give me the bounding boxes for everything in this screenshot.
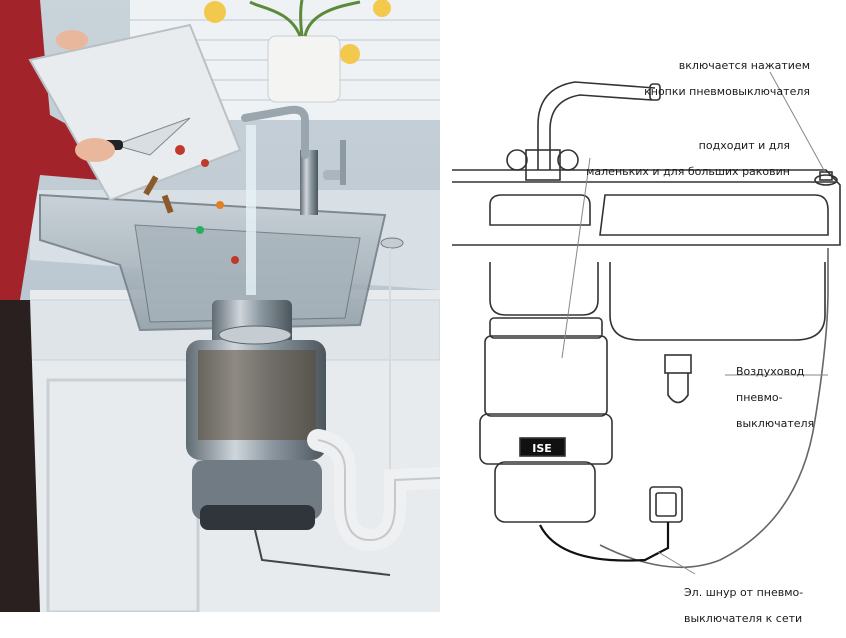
cable-label: Эл. шнур от пневмо- выключателя к сети — [670, 573, 830, 638]
air-duct-label: Воздуховод пневмо- выключателя — [722, 352, 832, 443]
drain-outlet — [664, 354, 692, 374]
leader-line — [769, 71, 826, 173]
hand — [75, 138, 115, 162]
air-duct-label-line3: выключателя — [736, 417, 815, 430]
leader-line — [657, 551, 696, 575]
air-switch-button-icon — [814, 171, 838, 186]
brand-label: ISE — [532, 442, 552, 455]
flower-pot — [204, 0, 391, 103]
large-bowl-outline — [609, 262, 826, 341]
button-label: включается нажатием кнопки пневмовыключа… — [560, 46, 810, 111]
countertop-outline — [452, 169, 841, 246]
food-scraps — [143, 145, 239, 264]
faucet-icon — [506, 81, 661, 181]
cable-label-line1: Эл. шнур от пневмо- — [684, 586, 804, 599]
large-sink-outline — [599, 194, 829, 236]
cable-label-line2: выключателя к сети — [684, 612, 803, 625]
small-bowl-outline — [489, 262, 599, 316]
disposer-icon — [479, 317, 613, 523]
air-duct-line — [599, 248, 829, 569]
air-duct-label-line1: Воздуховод — [736, 365, 805, 378]
person-skirt — [0, 300, 40, 612]
power-socket-icon — [649, 486, 683, 523]
faucet-icon — [241, 105, 346, 215]
sinks-label-line1: подходит и для — [698, 139, 790, 152]
installation-line-diagram: ISE — [440, 0, 846, 612]
small-sink-outline — [489, 194, 591, 226]
person-sweater — [0, 0, 100, 300]
air-duct-label-line2: пневмо- — [736, 391, 783, 404]
disposer-icon — [186, 300, 326, 530]
sinks-label-line2: маленьких и для больших раковин — [586, 165, 790, 178]
hand — [56, 30, 88, 50]
button-label-line2: кнопки пневмовыключателя — [644, 85, 810, 98]
sinks-label: подходит и для маленьких и для больших р… — [540, 126, 790, 191]
leader-line — [561, 157, 591, 359]
water-stream — [246, 125, 256, 295]
power-cord — [254, 529, 391, 576]
air-switch-button-icon — [380, 237, 404, 249]
kitchen-cutaway-illustration — [0, 0, 440, 612]
button-label-line1: включается нажатием — [678, 59, 810, 72]
composite-illustration: ISE включается нажатием кнопки пневмовык… — [0, 0, 846, 625]
power-cable — [539, 522, 670, 562]
